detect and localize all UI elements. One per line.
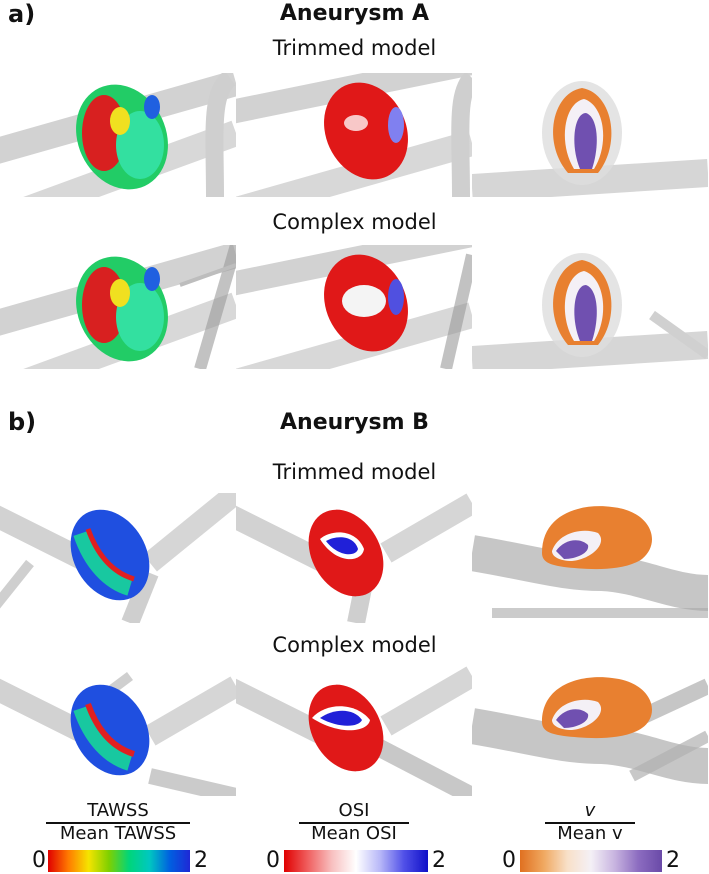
panel-letter-a: a) bbox=[8, 0, 36, 28]
colorbar-osi-max: 2 bbox=[432, 847, 446, 873]
colorbar-tawss-numerator: TAWSS bbox=[87, 800, 149, 821]
tile-b-trimmed-velocity bbox=[472, 493, 708, 623]
colorbar-tawss-denominator: Mean TAWSS bbox=[59, 822, 177, 844]
colorbar-velocity-denominator: Mean v bbox=[557, 822, 623, 844]
tile-b-complex-velocity bbox=[472, 666, 708, 796]
row-label-a-complex: Complex model bbox=[272, 210, 437, 234]
tile-a-trimmed-velocity bbox=[472, 73, 708, 197]
tile-b-trimmed-tawss bbox=[0, 493, 236, 623]
tile-a-complex-velocity bbox=[472, 245, 708, 369]
panel-title-a: Aneurysm A bbox=[279, 1, 430, 26]
colorbar-tawss-gradient bbox=[48, 849, 190, 872]
colorbar-osi-fraction-rule bbox=[299, 822, 409, 824]
row-label-b-trimmed: Trimmed model bbox=[272, 460, 437, 484]
row-label-b-complex: Complex model bbox=[272, 633, 437, 657]
colorbar-osi-gradient bbox=[284, 849, 428, 872]
colorbar-tawss: TAWSS Mean TAWSS 0 2 bbox=[0, 801, 236, 873]
colorbar-tawss-min: 0 bbox=[32, 847, 46, 873]
colorbar-osi-min: 0 bbox=[266, 847, 280, 873]
colorbar-velocity-gradient bbox=[520, 849, 662, 872]
panel-letter-b: b) bbox=[8, 408, 37, 436]
colorbar-osi-numerator: OSI bbox=[338, 800, 370, 821]
colorbar-velocity: v Mean v 0 2 bbox=[472, 801, 708, 873]
tile-a-trimmed-osi bbox=[236, 73, 472, 197]
tile-a-complex-osi bbox=[236, 245, 472, 369]
tile-a-trimmed-tawss bbox=[0, 73, 236, 197]
row-label-a-trimmed: Trimmed model bbox=[272, 36, 437, 60]
colorbar-osi-denominator: Mean OSI bbox=[311, 822, 397, 844]
colorbar-tawss-max: 2 bbox=[194, 847, 208, 873]
colorbar-velocity-numerator: v bbox=[584, 800, 596, 821]
colorbar-velocity-min: 0 bbox=[502, 847, 516, 873]
colorbar-osi: OSI Mean OSI 2 0 bbox=[236, 801, 472, 873]
panel-title-b: Aneurysm B bbox=[280, 410, 429, 435]
tile-b-trimmed-osi bbox=[236, 493, 472, 623]
colorbar-tawss-fraction-rule bbox=[46, 822, 190, 824]
colorbar-velocity-max: 2 bbox=[666, 847, 680, 873]
tile-b-complex-osi bbox=[236, 666, 472, 796]
tile-a-complex-tawss bbox=[0, 245, 236, 369]
colorbar-velocity-fraction-rule bbox=[545, 822, 635, 824]
tile-b-complex-tawss bbox=[0, 666, 236, 796]
